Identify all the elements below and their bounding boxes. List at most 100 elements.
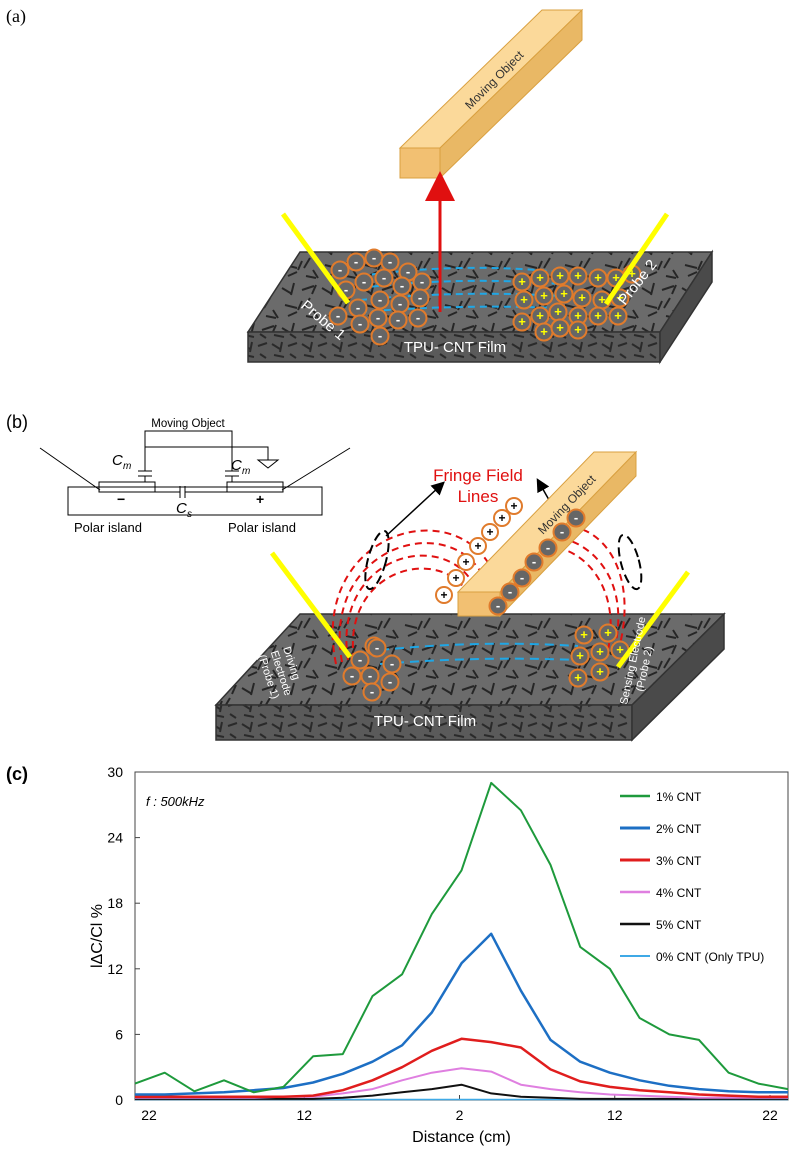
svg-text:-: -: [370, 684, 374, 699]
x-tick-label: 22: [762, 1107, 778, 1123]
svg-text:-: -: [574, 510, 578, 525]
negative-charge: -: [412, 272, 432, 292]
svg-text:+: +: [604, 625, 612, 640]
induced-negative-charge: -: [538, 538, 558, 558]
negative-charge: -: [370, 326, 390, 346]
positive-charge: +: [550, 266, 570, 286]
induced-negative-charge: -: [488, 596, 508, 616]
svg-text:+: +: [616, 290, 624, 305]
positive-charge: +: [608, 306, 628, 326]
cs-label: C: [176, 500, 187, 517]
cs-sub: s: [187, 509, 192, 520]
svg-text:-: -: [362, 274, 366, 289]
svg-text:-: -: [560, 524, 564, 539]
legend-entry: 3% CNT: [656, 854, 702, 868]
negative-charge: -: [346, 252, 366, 272]
svg-text:-: -: [350, 668, 354, 683]
positive-charge: +: [568, 320, 588, 340]
svg-text:+: +: [440, 588, 447, 602]
svg-text:-: -: [508, 584, 512, 599]
negative-charge: -: [360, 666, 380, 686]
negative-charge: -: [367, 638, 387, 658]
svg-text:+: +: [518, 274, 526, 289]
svg-text:+: +: [556, 268, 564, 283]
positive-charge: +: [574, 625, 594, 645]
y-tick-label: 12: [107, 961, 123, 977]
svg-text:+: +: [540, 288, 548, 303]
svg-text:-: -: [520, 570, 524, 585]
negative-charge: -: [342, 666, 362, 686]
svg-text:+: +: [594, 308, 602, 323]
negative-charge: -: [348, 298, 368, 318]
positive-charge: +: [530, 268, 550, 288]
probe-2-b: [615, 570, 691, 669]
svg-text:-: -: [378, 292, 382, 307]
svg-text:+: +: [616, 642, 624, 657]
induced-negative-charge: -: [512, 568, 532, 588]
fringe-label-2: Lines: [458, 487, 499, 506]
y-axis-label: lΔC/Cl %: [89, 904, 106, 968]
svg-text:+: +: [462, 555, 469, 569]
positive-charge: +: [514, 290, 534, 310]
svg-text:+: +: [554, 304, 562, 319]
svg-text:+: +: [574, 670, 582, 685]
film-label-a: TPU- CNT Film: [404, 339, 506, 356]
panel-a-label: (a): [6, 6, 26, 27]
negative-charge: -: [330, 260, 350, 280]
negative-charge: -: [370, 290, 390, 310]
svg-text:-: -: [358, 652, 362, 667]
svg-text:+: +: [578, 290, 586, 305]
x-tick-label: 12: [296, 1107, 312, 1123]
negative-charge: -: [362, 682, 382, 702]
svg-text:-: -: [378, 328, 382, 343]
svg-text:+: +: [560, 286, 568, 301]
svg-text:-: -: [400, 278, 404, 293]
svg-text:+: +: [596, 644, 604, 659]
cm-right-label: C: [231, 457, 242, 474]
panel-c-label: (c): [6, 764, 28, 784]
svg-text:-: -: [372, 250, 376, 265]
negative-charge: -: [364, 248, 384, 268]
svg-text:-: -: [420, 274, 424, 289]
series-line: [134, 781, 789, 1094]
positive-charge: +: [534, 286, 554, 306]
svg-text:+: +: [594, 270, 602, 285]
y-tick-label: 18: [107, 895, 123, 911]
probe-1-a: [280, 212, 351, 305]
negative-charge: -: [374, 268, 394, 288]
probe-1-b: [270, 551, 352, 659]
polar-island-left: Polar island: [74, 520, 142, 535]
film-label-b: TPU- CNT Film: [374, 713, 476, 730]
svg-text:+: +: [556, 320, 564, 335]
svg-text:-: -: [532, 554, 536, 569]
moving-object-a: [398, 8, 584, 180]
svg-text:+: +: [498, 511, 505, 525]
negative-charge: -: [354, 272, 374, 292]
svg-text:+: +: [474, 539, 481, 553]
svg-text:-: -: [398, 296, 402, 311]
negative-charge: -: [410, 288, 430, 308]
circuit-moving-object: Moving Object: [151, 418, 225, 430]
legend-entry: 2% CNT: [656, 822, 702, 836]
x-tick-label: 22: [141, 1107, 157, 1123]
svg-text:+: +: [536, 308, 544, 323]
series-line: [135, 1083, 788, 1100]
svg-text:-: -: [368, 668, 372, 683]
svg-text:-: -: [376, 310, 380, 325]
positive-charge: +: [588, 268, 608, 288]
negative-charge: -: [368, 308, 388, 328]
y-tick-label: 0: [115, 1092, 123, 1108]
positive-charge: +: [534, 322, 554, 342]
svg-text:+: +: [510, 499, 517, 513]
series-line: [135, 1037, 788, 1098]
svg-text:-: -: [406, 264, 410, 279]
positive-charge: +: [570, 646, 590, 666]
negative-charge: -: [328, 306, 348, 326]
svg-text:+: +: [614, 308, 622, 323]
induced-negative-charge: -: [524, 552, 544, 572]
y-tick-label: 6: [115, 1026, 123, 1042]
x-tick-label: 2: [456, 1107, 464, 1123]
positive-charge: +: [530, 306, 550, 326]
cm-left-label: C: [112, 452, 123, 469]
